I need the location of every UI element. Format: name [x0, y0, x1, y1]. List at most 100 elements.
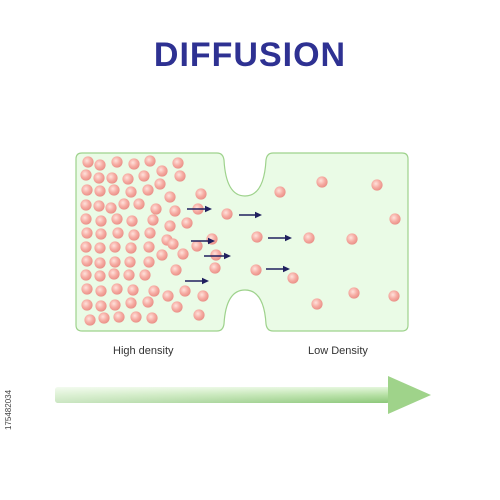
particle: [169, 205, 181, 217]
flow-arrow: [185, 277, 209, 285]
particle: [142, 184, 154, 196]
particle: [143, 256, 155, 268]
particle: [167, 238, 179, 250]
particle: [95, 300, 107, 312]
stock-id-text: 175482034: [4, 389, 13, 430]
particle: [127, 284, 139, 296]
particle: [162, 290, 174, 302]
particle: [144, 155, 156, 167]
concentration-gradient-arrow: [55, 376, 431, 414]
particle: [109, 299, 121, 311]
particle: [130, 311, 142, 323]
particle: [197, 290, 209, 302]
particle: [80, 199, 92, 211]
particle: [388, 290, 400, 302]
diffusion-container: [75, 152, 409, 332]
particle: [126, 215, 138, 227]
particle: [193, 309, 205, 321]
particle: [122, 173, 134, 185]
particle: [171, 301, 183, 313]
particle: [93, 172, 105, 184]
particle: [105, 202, 117, 214]
particle: [274, 186, 286, 198]
particle: [164, 191, 176, 203]
particle: [94, 242, 106, 254]
flow-arrow: [266, 265, 290, 273]
particle: [174, 170, 186, 182]
particle: [98, 312, 110, 324]
particle: [154, 178, 166, 190]
particle: [112, 227, 124, 239]
particle: [303, 232, 315, 244]
diagram-title: DIFFUSION: [153, 36, 347, 74]
particle: [94, 270, 106, 282]
particle: [156, 165, 168, 177]
particle: [128, 229, 140, 241]
high-density-label: High density: [113, 345, 174, 357]
particle: [82, 156, 94, 168]
low-density-label: Low Density: [308, 345, 368, 357]
particle: [142, 296, 154, 308]
particle: [181, 217, 193, 229]
particle: [156, 249, 168, 261]
particle: [250, 264, 262, 276]
particle: [81, 299, 93, 311]
particle: [81, 227, 93, 239]
particle: [191, 240, 203, 252]
particle: [111, 156, 123, 168]
particle: [170, 264, 182, 276]
particle: [210, 249, 222, 261]
particle: [209, 262, 221, 274]
particle: [94, 185, 106, 197]
particle: [146, 312, 158, 324]
particle: [106, 172, 118, 184]
particle: [147, 214, 159, 226]
particle: [80, 241, 92, 253]
particle: [177, 248, 189, 260]
particle: [316, 176, 328, 188]
particle: [164, 220, 176, 232]
particle: [94, 159, 106, 171]
particle: [139, 269, 151, 281]
particle: [125, 186, 137, 198]
particle: [118, 198, 130, 210]
particle: [95, 215, 107, 227]
particle: [95, 285, 107, 297]
particle: [80, 169, 92, 181]
particle: [81, 255, 93, 267]
flow-arrow: [187, 205, 212, 213]
particle: [125, 297, 137, 309]
flow-arrow: [239, 211, 262, 219]
particle: [123, 269, 135, 281]
particle: [144, 227, 156, 239]
particle: [109, 256, 121, 268]
particle: [94, 257, 106, 269]
particle: [251, 231, 263, 243]
particle: [80, 269, 92, 281]
particle: [287, 272, 299, 284]
particle: [81, 184, 93, 196]
particle: [148, 285, 160, 297]
particle: [389, 213, 401, 225]
particle: [80, 213, 92, 225]
particle: [113, 311, 125, 323]
particle: [93, 200, 105, 212]
particle: [81, 283, 93, 295]
particle: [133, 198, 145, 210]
particle: [172, 157, 184, 169]
particle: [84, 314, 96, 326]
particle: [95, 228, 107, 240]
flow-arrows-group: [185, 205, 292, 285]
particle: [111, 213, 123, 225]
particles-group: [80, 155, 401, 326]
particle: [124, 256, 136, 268]
particle: [311, 298, 323, 310]
particle: [221, 208, 233, 220]
particle: [128, 158, 140, 170]
flow-arrow: [204, 252, 231, 260]
particle: [108, 268, 120, 280]
particle: [125, 242, 137, 254]
particle: [108, 184, 120, 196]
particle: [348, 287, 360, 299]
